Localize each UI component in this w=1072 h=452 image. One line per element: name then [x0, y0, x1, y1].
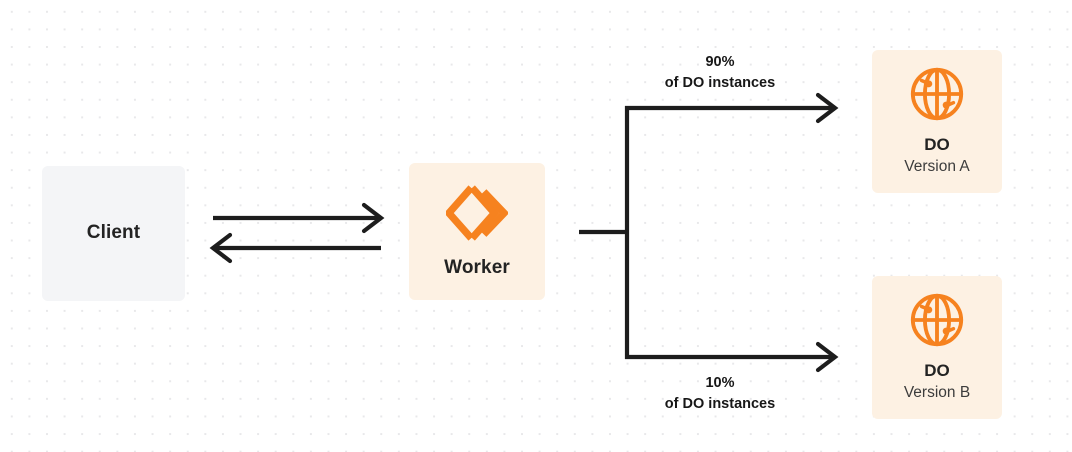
node-client-label: Client — [86, 222, 141, 244]
arrow-worker-to-client — [209, 232, 381, 264]
globe-icon — [908, 291, 966, 349]
node-do-a-sublabel: Version A — [904, 157, 970, 175]
arrow-client-to-worker — [213, 202, 385, 234]
edge-label-do-b-description: of DO instances — [664, 396, 776, 413]
node-do-a-label: DO — [924, 135, 950, 155]
edge-label-do-a-percent: 90% — [705, 54, 735, 70]
cloudflare-workers-icon — [444, 183, 510, 243]
arrow-worker-to-do-a — [625, 92, 839, 124]
node-client[interactable]: Client — [42, 166, 185, 301]
node-worker-label: Worker — [444, 257, 510, 279]
edge-label-do-a: 90% of DO instances — [655, 52, 785, 94]
node-do-version-b[interactable]: DO Version B — [872, 276, 1002, 419]
edge-label-do-a-description: of DO instances — [664, 75, 776, 92]
arrow-worker-to-do-b — [625, 341, 839, 373]
globe-icon — [908, 65, 966, 123]
node-do-b-sublabel: Version B — [903, 383, 971, 401]
edge-label-do-b: 10% of DO instances — [655, 373, 785, 415]
node-worker[interactable]: Worker — [409, 163, 545, 300]
node-do-version-a[interactable]: DO Version A — [872, 50, 1002, 193]
edge-label-do-b-percent: 10% — [705, 375, 735, 391]
node-do-b-label: DO — [924, 361, 950, 381]
